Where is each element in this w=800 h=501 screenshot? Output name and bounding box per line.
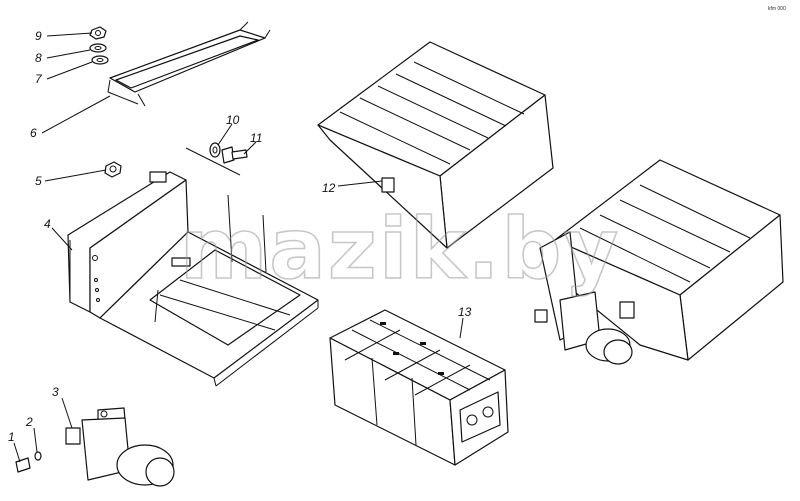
- callout-6: 6: [30, 126, 37, 140]
- callout-9: 9: [35, 29, 42, 43]
- callout-5: 5: [35, 174, 42, 188]
- washer-part-10: [209, 142, 221, 158]
- nut-part-5: [104, 161, 122, 178]
- callout-11: 11: [250, 131, 262, 145]
- washer-part-8: [89, 43, 107, 53]
- callout-1: 1: [8, 430, 15, 444]
- ground-switch-part-3: [65, 407, 175, 487]
- battery-tray-part-4: [67, 171, 319, 387]
- washer-part-7: [91, 55, 109, 65]
- callout-7: 7: [35, 72, 43, 86]
- leader-lines: [13, 32, 464, 463]
- battery-cover-part-12: [317, 41, 554, 249]
- battery-clamp-frame: [107, 21, 271, 107]
- callout-12: 12: [322, 181, 336, 195]
- callout-10: 10: [226, 113, 240, 127]
- callout-13: 13: [458, 305, 472, 319]
- callout-8: 8: [35, 51, 42, 65]
- bolt-part-11: [221, 146, 248, 164]
- assembled-battery-box: [534, 159, 784, 365]
- callout-2: 2: [25, 415, 33, 429]
- callout-3: 3: [52, 385, 59, 399]
- callout-4: 4: [44, 217, 51, 231]
- nut-part-9: [89, 26, 107, 40]
- screw-part-1: [15, 457, 31, 473]
- corner-code: kfm 000: [768, 6, 786, 12]
- watermark-text: mazik.by: [180, 200, 621, 298]
- battery-part-13: [329, 309, 509, 466]
- washer-part-2: [34, 451, 42, 461]
